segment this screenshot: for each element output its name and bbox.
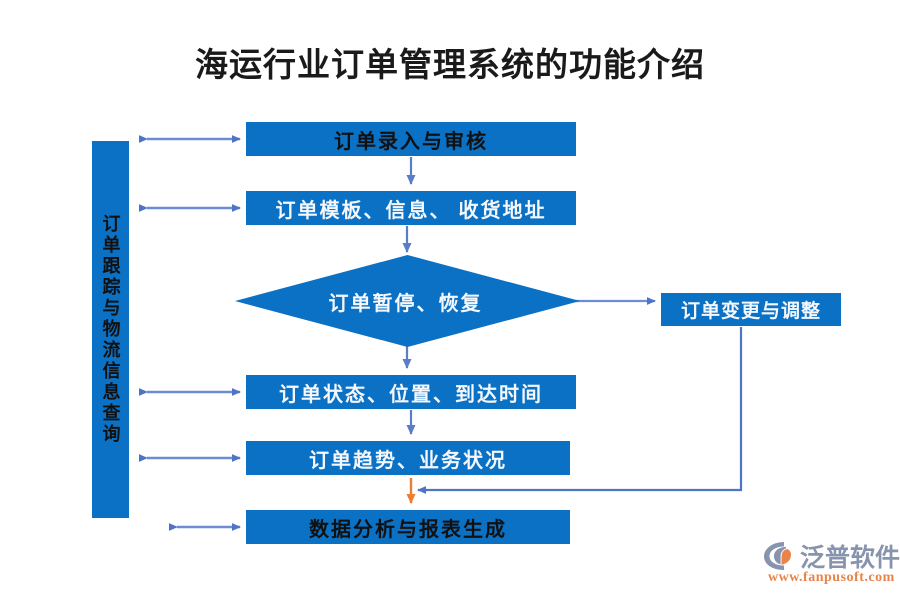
node-order-status[interactable]: 订单状态、位置、到达时间 — [246, 375, 576, 409]
sidebar-item-label: 订单跟踪与物流信息查询 — [100, 214, 121, 445]
node-order-pause-resume[interactable]: 订单暂停、恢复 — [235, 255, 580, 347]
node-order-trend[interactable]: 订单趋势、业务状况 — [246, 441, 570, 475]
logo-wordmark: 泛普软件 — [800, 545, 900, 572]
node-data-analysis-report[interactable]: 数据分析与报表生成 — [246, 510, 570, 544]
node-order-template[interactable]: 订单模板、信息、 收货地址 — [246, 191, 576, 225]
logo-url: www.fanpusoft.com — [768, 570, 895, 585]
node-order-entry[interactable]: 订单录入与审核 — [246, 122, 576, 156]
page-title: 海运行业订单管理系统的功能介绍 — [195, 48, 705, 84]
swoosh-icon — [764, 542, 791, 570]
brand-logo: 泛普软件 www.fanpusoft.com — [762, 538, 900, 594]
node-order-change[interactable]: 订单变更与调整 — [661, 293, 841, 326]
node-decision-label: 订单暂停、恢复 — [328, 292, 483, 315]
sidebar-tracking-bar[interactable]: 订单跟踪与物流信息查询 — [92, 141, 129, 518]
